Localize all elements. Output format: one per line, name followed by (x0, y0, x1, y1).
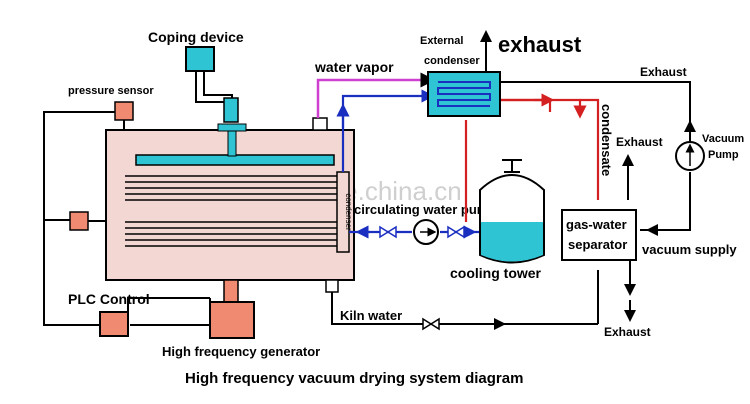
water-vapor-label: water vapor (314, 59, 394, 75)
press-flange (217, 123, 247, 132)
kiln-water-valve-b (429, 317, 440, 331)
valve-bottom (325, 279, 339, 293)
external-condenser (427, 71, 501, 117)
kiln-water-label: Kiln water (340, 308, 402, 323)
blue-valve-left (379, 225, 390, 239)
vacuum-pump-label-2: Pump (708, 149, 739, 161)
vacuum-pump-label-1: Vacuum (702, 133, 744, 145)
valve-top (312, 117, 328, 131)
exhaust-mid-label: Exhaust (616, 135, 663, 149)
internal-condenser-label: condenser (344, 193, 353, 231)
blue-valve-right (447, 225, 458, 239)
exhaust-top-right-label: Exhaust (640, 65, 687, 79)
separator-label-2: separator (568, 237, 627, 252)
circulating-water-pump-label: circulating water pump (354, 202, 496, 217)
coping-device (185, 46, 239, 123)
cooling-tower-label: cooling tower (450, 265, 542, 281)
plc-control-label: PLC Control (68, 291, 150, 307)
red-pipes (464, 93, 600, 222)
water-vapor-pipe (316, 72, 436, 118)
separator-label-1: gas-water (566, 217, 627, 232)
blue-valve-left-b (386, 225, 397, 239)
plc-control-box (99, 311, 129, 337)
side-sensor (69, 211, 89, 231)
kiln-water-valve (422, 317, 433, 331)
hf-generator-label: High frequency generator (162, 344, 320, 359)
pressure-sensor (114, 101, 134, 121)
diagram-title: High frequency vacuum drying system diag… (185, 370, 523, 387)
exhaust-bottom-label: Exhaust (604, 325, 651, 339)
external-condenser-label-1: External (420, 35, 463, 47)
pressure-sensor-label: pressure sensor (68, 85, 154, 97)
condensate-label: condensate (599, 104, 614, 176)
gas-water-separator (561, 209, 637, 261)
blue-valve-right-b (454, 225, 465, 239)
hf-generator-stem (223, 279, 239, 303)
cooling-tower (479, 159, 545, 264)
exhaust-top-label: exhaust (498, 32, 582, 57)
external-condenser-label-2: condenser (424, 55, 480, 67)
hf-generator-box (209, 301, 255, 339)
coping-device-label: Coping device (148, 29, 244, 45)
vacuum-supply-label: vacuum supply (642, 242, 737, 257)
